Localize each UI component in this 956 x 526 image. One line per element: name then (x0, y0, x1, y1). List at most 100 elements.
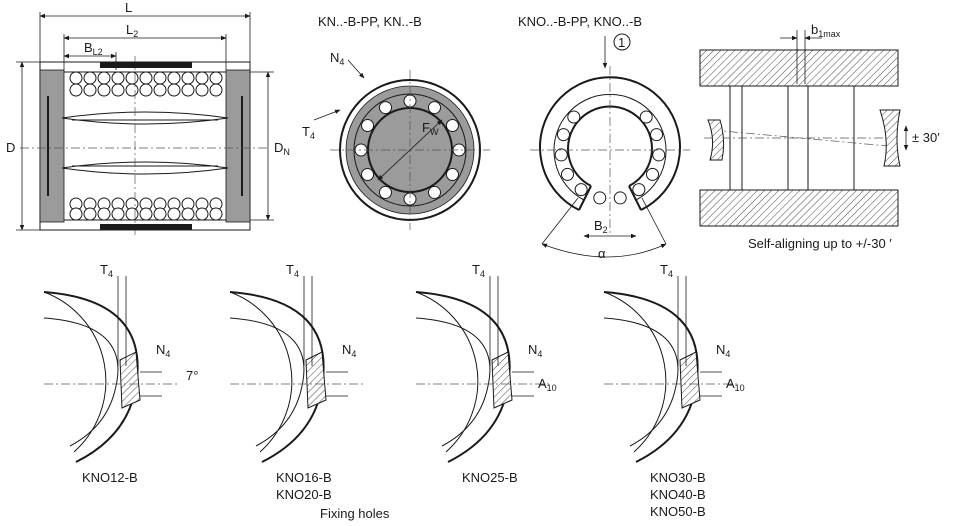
callout-1: 1 (618, 35, 625, 50)
ball (361, 119, 375, 132)
ball (428, 185, 441, 199)
detail-label: KNO25-B (462, 470, 518, 485)
ball (195, 207, 209, 221)
ball (195, 71, 209, 85)
ball (97, 83, 111, 97)
ball (111, 71, 125, 85)
dim-BL2: BL2 (84, 40, 103, 57)
dim-Fw: FW (422, 120, 439, 137)
detail-label: KNO16-B (276, 470, 332, 485)
open-type-view: KNO..-B-PP, KNO..-B 1 B2 α (518, 14, 690, 261)
ball (83, 83, 97, 97)
ball (153, 83, 167, 97)
ball (125, 207, 139, 221)
ball (83, 71, 97, 85)
dim-D: D (6, 140, 15, 155)
ball (167, 83, 181, 97)
ball (139, 71, 153, 85)
ball (445, 168, 459, 181)
detail-label: KNO30-B (650, 470, 706, 485)
ball (111, 207, 125, 221)
ball (125, 71, 139, 85)
ball (181, 207, 195, 221)
ball (593, 191, 607, 205)
ball (167, 207, 181, 221)
ball (361, 168, 375, 181)
dim-T4: T4 (472, 262, 485, 279)
dim-T4-closed: T4 (302, 124, 315, 141)
ball (209, 207, 223, 221)
closed-type-title: KN..-B-PP, KN..-B (318, 14, 422, 29)
dim-N4: N4 (716, 342, 730, 359)
dim-b1max: b1max (811, 22, 841, 39)
dim-alpha: α (598, 246, 606, 261)
dim-7deg: 7° (186, 368, 198, 383)
dim-N4-closed: N4 (330, 50, 344, 67)
detail-label: KNO20-B (276, 487, 332, 502)
ball (195, 83, 209, 97)
ball (139, 83, 153, 97)
ball (428, 101, 441, 115)
dim-N4: N4 (342, 342, 356, 359)
ball (139, 207, 153, 221)
open-type-title: KNO..-B-PP, KNO..-B (518, 14, 642, 29)
ball (153, 207, 167, 221)
dim-angle-30: ± 30′ (912, 130, 940, 145)
ball-rows (69, 71, 223, 221)
dim-N4: N4 (156, 342, 170, 359)
ball (111, 83, 125, 97)
ball (650, 128, 664, 142)
ball (69, 83, 83, 97)
dim-A10: A10 (538, 376, 557, 393)
ball (181, 71, 195, 85)
open-balls (554, 110, 666, 205)
dim-T4: T4 (660, 262, 673, 279)
dim-A10: A10 (726, 376, 745, 393)
ball (83, 207, 97, 221)
ball (167, 71, 181, 85)
detail-label: KNO40-B (650, 487, 706, 502)
ball (567, 110, 581, 124)
fixing-holes-caption: Fixing holes (320, 506, 390, 521)
self-aligning-caption: Self-aligning up to +/-30 ′ (748, 236, 892, 251)
ball (560, 167, 574, 181)
dim-L2: L2 (126, 22, 138, 39)
detail-label: KNO12-B (82, 470, 138, 485)
ball (632, 183, 646, 197)
dim-T4: T4 (100, 262, 113, 279)
ball (125, 83, 139, 97)
longitudinal-section-view: L L2 BL2 D DN (6, 0, 290, 236)
dim-DN: DN (274, 140, 290, 157)
ball (209, 83, 223, 97)
ball (613, 191, 627, 205)
dim-L: L (125, 0, 132, 15)
ball (97, 207, 111, 221)
dim-B2: B2 (594, 218, 608, 235)
ball (97, 71, 111, 85)
ball (639, 110, 653, 124)
ball (69, 71, 83, 85)
closed-balls (354, 94, 466, 206)
callout-circle (613, 33, 631, 51)
ball (379, 101, 392, 115)
ball (646, 167, 660, 181)
closed-type-view: KN..-B-PP, KN..-B FW N4 T4 (302, 14, 490, 230)
ball (652, 148, 666, 162)
ball (181, 83, 195, 97)
self-aligning-view: b1max ± 30′ Self-aligning up to +/-30 ′ (699, 22, 940, 251)
ball (209, 71, 223, 85)
dim-N4: N4 (528, 342, 542, 359)
detail-label: KNO50-B (650, 504, 706, 519)
dim-T4: T4 (286, 262, 299, 279)
ball (379, 185, 392, 199)
ball (69, 207, 83, 221)
ball (554, 148, 568, 162)
ball (574, 183, 588, 197)
ball (556, 128, 570, 142)
